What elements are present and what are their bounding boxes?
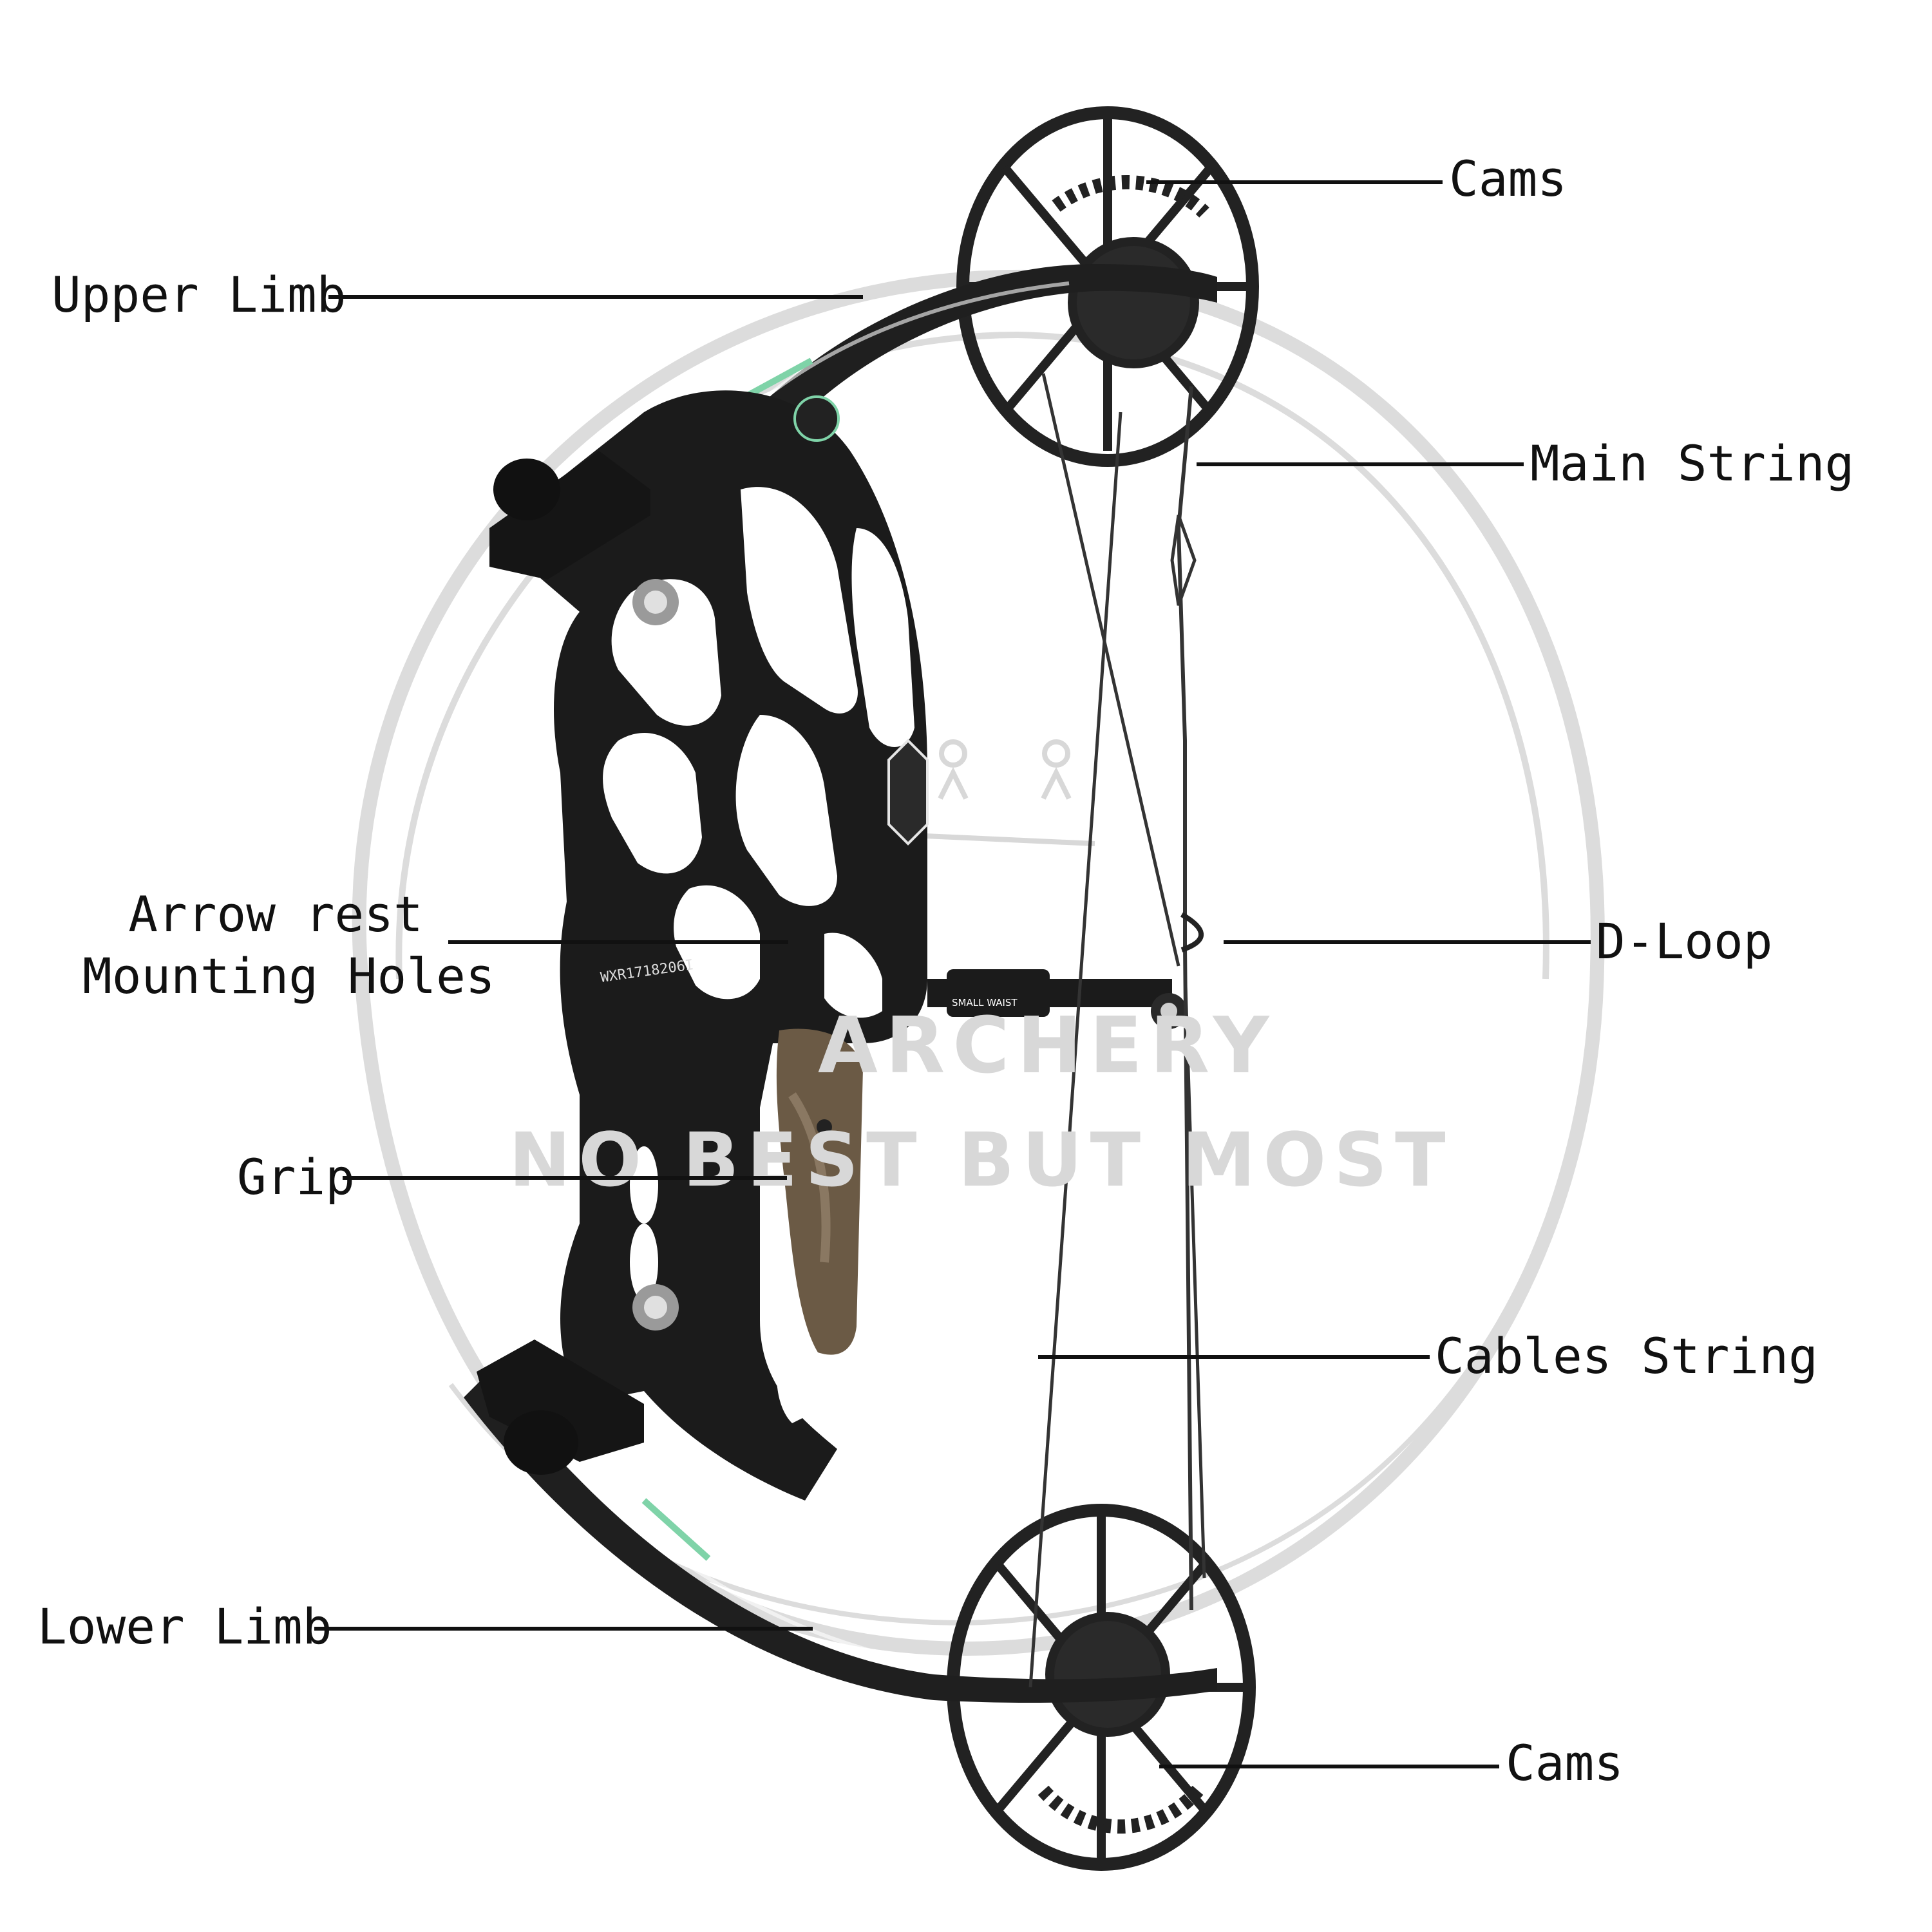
label-arrow-rest-line1: Arrow rest xyxy=(128,886,423,943)
leader-grip xyxy=(343,1176,787,1180)
stabilizer-label: SMALL WAIST xyxy=(952,997,1018,1009)
main-string-shape xyxy=(1170,386,1197,1611)
leader-cams-top xyxy=(1146,180,1443,184)
leader-main-string xyxy=(1197,462,1524,466)
watermark-line2: NO BEST BUT MOST xyxy=(509,1117,1454,1204)
leader-d-loop xyxy=(1224,940,1591,944)
label-upper-limb: Upper Limb xyxy=(52,266,346,323)
label-mounting-holes: Mounting Holes xyxy=(82,947,495,1005)
leader-upper-limb xyxy=(328,295,863,299)
lower-limb-shape xyxy=(464,1372,1217,1703)
leader-arrow-rest xyxy=(448,940,788,944)
label-arrow-rest: Arrow rest xyxy=(82,879,469,950)
label-cables-string: Cables String xyxy=(1435,1327,1818,1385)
label-main-string: Main String xyxy=(1530,435,1855,492)
d-loop-shape xyxy=(1180,912,1204,952)
riser-shape xyxy=(477,390,1187,1501)
watermark-line1: ARCHERY xyxy=(818,1001,1277,1091)
leader-cams-bottom xyxy=(1159,1765,1499,1768)
cables-string-shape xyxy=(1028,373,1206,1688)
label-d-loop: D-Loop xyxy=(1596,913,1773,970)
leader-cables-string xyxy=(1038,1355,1430,1359)
label-cams-bottom: Cams xyxy=(1506,1734,1624,1792)
label-cams-top: Cams xyxy=(1449,150,1567,207)
label-lower-limb: Lower Limb xyxy=(37,1598,332,1655)
label-grip: Grip xyxy=(237,1148,355,1206)
leader-lower-limb xyxy=(314,1627,813,1631)
